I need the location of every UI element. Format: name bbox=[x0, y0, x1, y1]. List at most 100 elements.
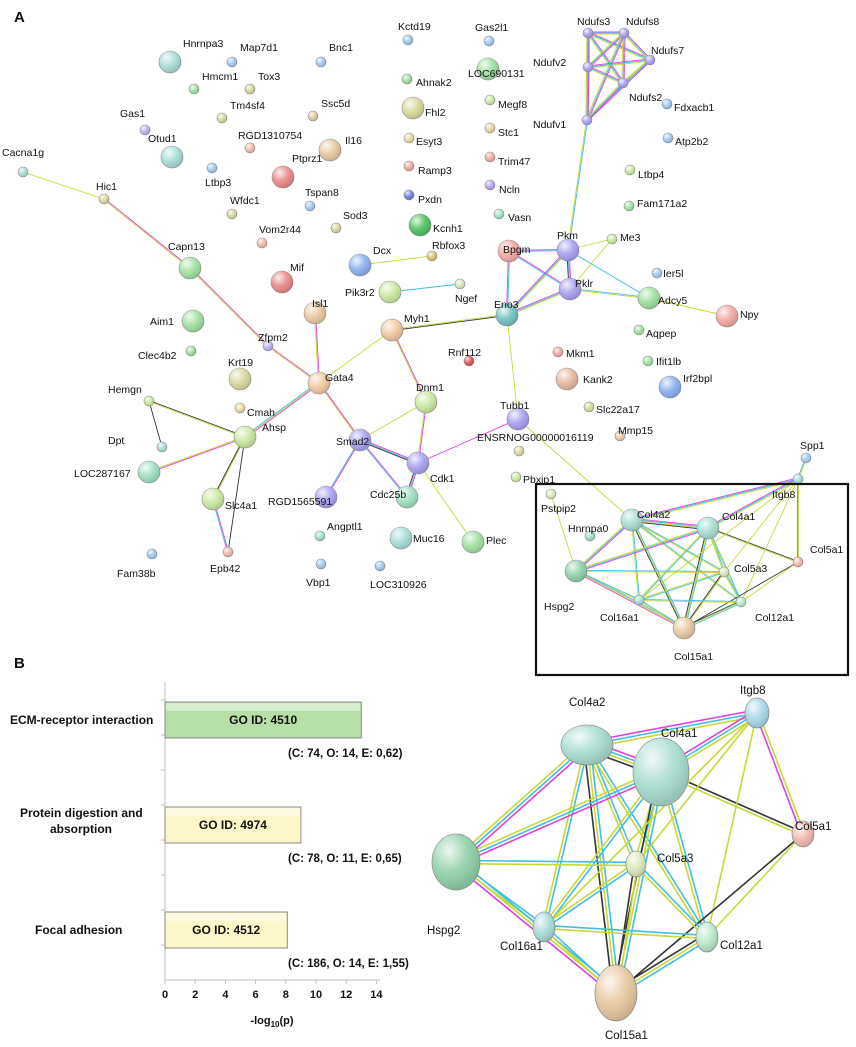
edge-ahsp-slc4a1 bbox=[212, 436, 245, 499]
edge-ndufs8-ndufs2 bbox=[621, 32, 624, 83]
node-sphere-shine bbox=[485, 152, 495, 162]
edge-col4a1-col16a1 bbox=[544, 772, 663, 929]
edge-dcx-rbfox3 bbox=[359, 255, 433, 266]
node-label-rgd1310754: RGD1310754 bbox=[238, 130, 302, 142]
node-sphere-shine bbox=[618, 78, 628, 88]
edge-itgb8-col12a1 bbox=[740, 478, 799, 603]
edge-itgb8-col16a1 bbox=[638, 478, 799, 601]
node-label-pklr: Pklr bbox=[575, 278, 594, 290]
edge-col4a1-hspg2 bbox=[454, 768, 661, 860]
node-sphere-shine bbox=[315, 486, 337, 508]
node-label-map7d1: Map7d1 bbox=[240, 42, 278, 54]
bar-go-label: GO ID: 4512 bbox=[192, 923, 260, 937]
node-angptl1: Angptl1 bbox=[314, 521, 363, 542]
highlight-box bbox=[534, 482, 850, 677]
edge-ndufs8-ndufv2 bbox=[586, 31, 624, 67]
node-sphere-shine bbox=[634, 595, 644, 605]
node-sphere-shine bbox=[615, 431, 625, 441]
node-label-bpgm: Bpgm bbox=[503, 244, 531, 256]
node-sphere-shine bbox=[186, 346, 196, 356]
zoom-node-shine bbox=[533, 912, 555, 942]
node-label-tm4sf4: Tm4sf4 bbox=[230, 100, 265, 112]
edge-col16a1-col12a1 bbox=[544, 924, 708, 937]
node-label-vom2r44: Vom2r44 bbox=[259, 224, 301, 236]
node-kank2: Kank2 bbox=[555, 367, 613, 391]
node-sphere-shine bbox=[559, 278, 581, 300]
node-mmp15: Mmp15 bbox=[614, 425, 653, 442]
edge-col4a1-hspg2 bbox=[455, 771, 662, 863]
node-sphere-shine bbox=[485, 95, 495, 105]
zoom-node-shine bbox=[792, 821, 814, 847]
node-spp1: Spp1 bbox=[800, 440, 825, 464]
node-adcy5: Adcy5 bbox=[637, 286, 687, 310]
edge-gata4-ahsp bbox=[245, 383, 320, 439]
node-sphere-shine bbox=[271, 271, 293, 293]
edge-col4a2-col16a1 bbox=[541, 744, 587, 927]
edge-ahsp-hemgn bbox=[149, 400, 246, 437]
edge-col4a2-col15a1 bbox=[583, 745, 614, 994]
node-label-aim1: Aim1 bbox=[150, 316, 174, 328]
node-sphere-shine bbox=[331, 223, 341, 233]
node-label-rgd1565591: RGD1565591 bbox=[268, 496, 332, 508]
zoom-node-shine bbox=[432, 834, 480, 890]
node-fam38b: Fam38b bbox=[117, 548, 158, 580]
node-sphere-shine bbox=[245, 84, 255, 94]
edge-cacna1g-hic1 bbox=[22, 171, 105, 200]
x-tick-label: 2 bbox=[192, 989, 198, 1001]
node-sphere-shine bbox=[390, 527, 412, 549]
node-bnc1: Bnc1 bbox=[315, 42, 353, 68]
bar-go-id-4974 bbox=[164, 806, 302, 844]
zoom-node-col12a1: Col12a1 bbox=[695, 921, 763, 953]
node-me3: Me3 bbox=[606, 232, 641, 245]
node-label-zfpm2: Zfpm2 bbox=[258, 332, 288, 344]
node-pklr: Pklr bbox=[558, 277, 594, 301]
node-sphere-shine bbox=[634, 325, 644, 335]
node-gata4: Gata4 bbox=[307, 371, 354, 395]
edge-itgb8-col16a1 bbox=[543, 712, 758, 928]
node-label-col4a2: Col4a2 bbox=[637, 509, 670, 521]
node-gas2l1: Gas2l1 bbox=[475, 22, 508, 47]
edge-col4a1-col15a1 bbox=[684, 528, 710, 629]
node-fam171a2: Fam171a2 bbox=[623, 198, 687, 212]
edge-col4a1-hspg2 bbox=[575, 527, 709, 572]
node-sphere-shine bbox=[18, 167, 28, 177]
node-capn13: Capn13 bbox=[168, 241, 205, 280]
edge-col4a2-col12a1 bbox=[632, 519, 742, 602]
node-sphere-shine bbox=[409, 214, 431, 236]
node-sphere-shine bbox=[546, 489, 556, 499]
node-sphere-shine bbox=[263, 341, 273, 351]
node-label-col4a1: Col4a1 bbox=[722, 511, 755, 523]
edge-col4a1-col15a1 bbox=[683, 527, 709, 629]
zoom-node-col16a1: Col16a1 bbox=[500, 911, 556, 953]
edge-ahsp-loc287167 bbox=[148, 436, 245, 472]
node-label-hnrnpa0: Hnrnpa0 bbox=[568, 523, 608, 535]
node-loc690131: LOC690131 bbox=[468, 57, 525, 81]
edge-itgb8-col12a1 bbox=[706, 712, 758, 938]
node-sphere-shine bbox=[697, 517, 719, 539]
node-label-pxdn: Pxdn bbox=[418, 194, 442, 206]
node-col5a3: Col5a3 bbox=[718, 563, 767, 578]
node-kcnh1: Kcnh1 bbox=[408, 213, 463, 237]
bar-highlight bbox=[166, 703, 361, 711]
node-col4a2: Col4a2 bbox=[620, 508, 670, 532]
node-sphere-shine bbox=[673, 617, 695, 639]
node-sphere-shine bbox=[514, 446, 524, 456]
edge-col5a3-hspg2 bbox=[455, 862, 636, 867]
edge-col4a2-itgb8 bbox=[586, 709, 757, 743]
node-label-col12a1: Col12a1 bbox=[755, 612, 794, 624]
node-sphere-shine bbox=[402, 97, 424, 119]
edge-tubb1-col4a2 bbox=[517, 418, 633, 521]
node-dpt: Dpt bbox=[108, 435, 168, 453]
node-muc16: Muc16 bbox=[389, 526, 445, 550]
edge-col4a2-hspg2 bbox=[576, 520, 634, 573]
bar-highlight bbox=[166, 913, 287, 921]
node-sphere-shine bbox=[396, 486, 418, 508]
node-label-ltbp3: Ltbp3 bbox=[205, 177, 231, 189]
node-label-itgb8: Itgb8 bbox=[772, 489, 796, 501]
node-label-dnm1: Dnm1 bbox=[416, 382, 444, 394]
node-label-pstpip2: Pstpip2 bbox=[541, 503, 576, 515]
node-sphere-shine bbox=[304, 302, 326, 324]
edge-bpgm-pklr bbox=[509, 250, 571, 289]
